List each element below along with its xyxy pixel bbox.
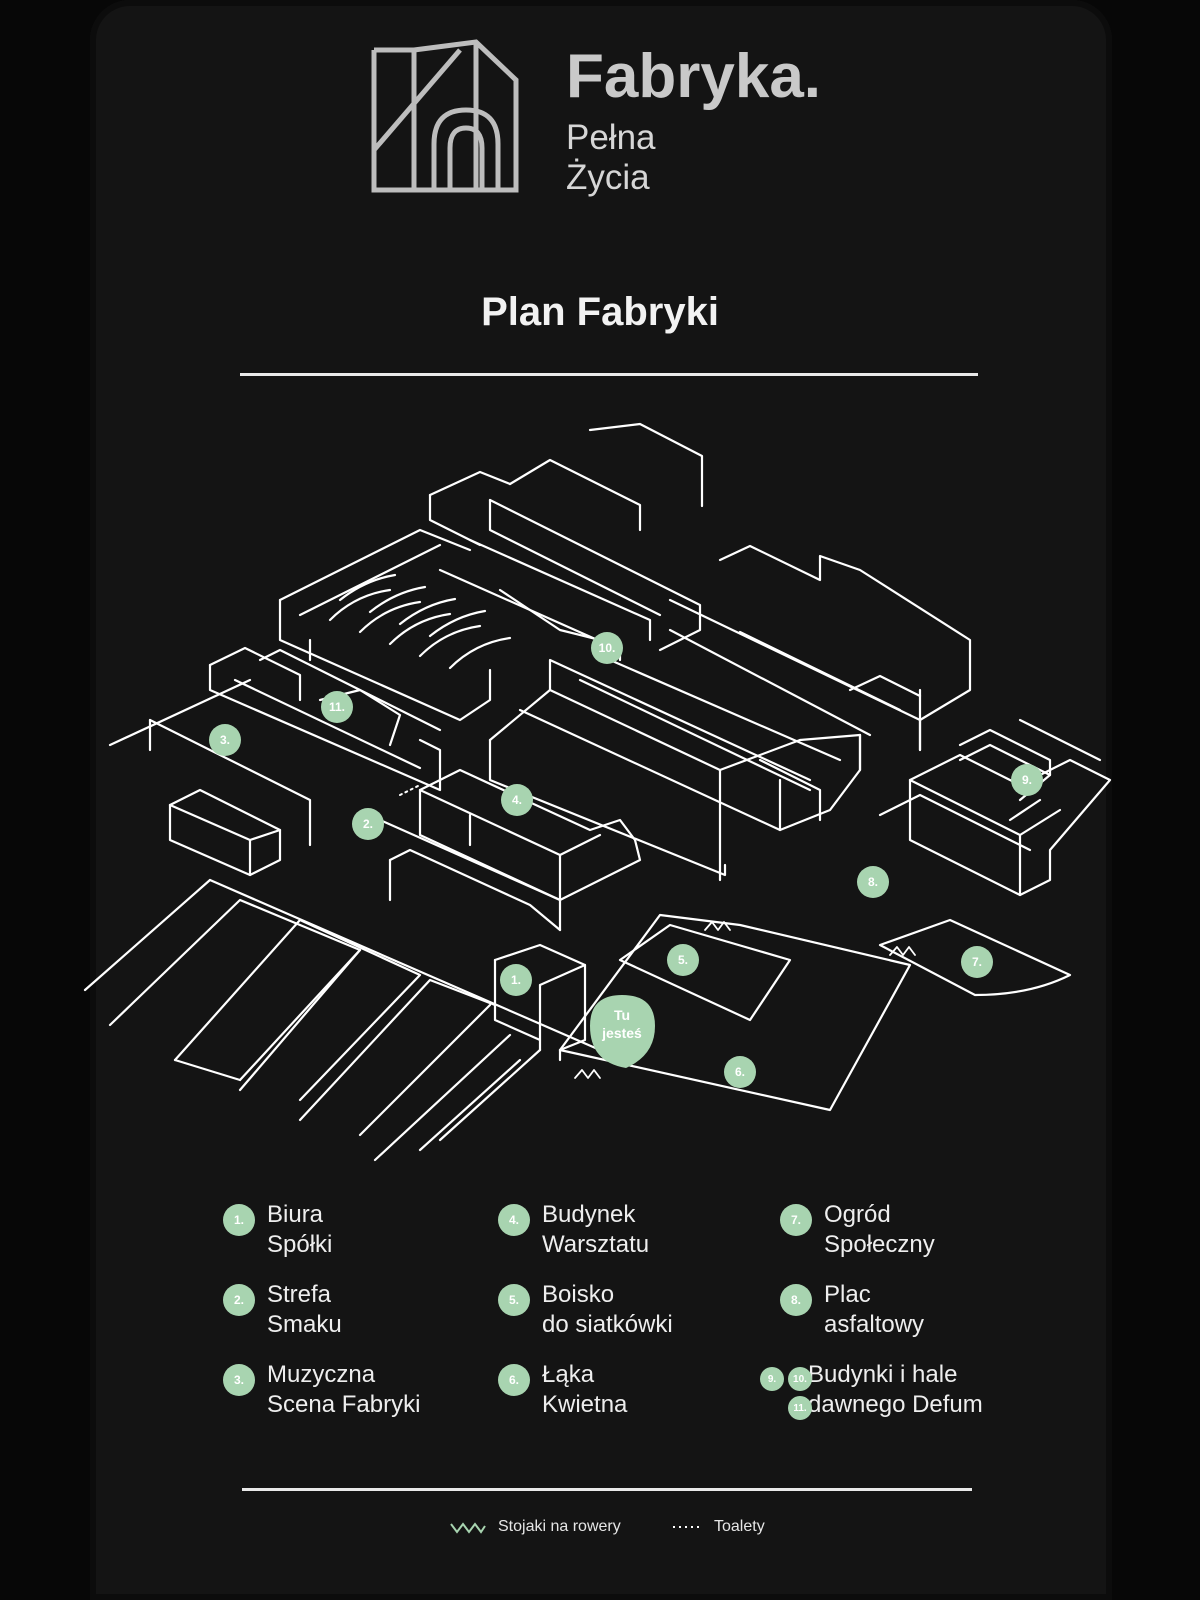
- svg-text:9.: 9.: [1022, 773, 1032, 787]
- legend-number-7: 7.: [780, 1204, 812, 1236]
- legend-label: Budynek: [542, 1201, 636, 1228]
- svg-text:11.: 11.: [329, 700, 345, 714]
- svg-text:6.: 6.: [735, 1065, 745, 1079]
- legend-label: Kwietna: [542, 1391, 628, 1418]
- sawtooth-roof-block: [278, 528, 602, 722]
- legend-number-11: 11.: [788, 1396, 812, 1420]
- toilet-markers: [399, 784, 421, 796]
- zigzag-icon: [450, 1522, 486, 1534]
- tagline-line-2: Życia: [566, 158, 650, 197]
- legend-label: Biura: [267, 1201, 324, 1228]
- top-divider: [240, 373, 978, 376]
- map-marker-6: 6.: [724, 1056, 756, 1088]
- main-halls: [428, 422, 972, 772]
- legend-label: Muzyczna: [267, 1361, 376, 1388]
- svg-text:8.: 8.: [868, 875, 878, 889]
- sign-board: [90, 0, 1112, 1600]
- legend-label: Smaku: [267, 1311, 342, 1338]
- left-buildings: [108, 646, 442, 877]
- toilet-label: Toalety: [714, 1518, 765, 1535]
- map-marker-2: 2.: [352, 808, 384, 840]
- volleyball-court: [618, 923, 792, 1022]
- legend-number-3: 3.: [223, 1364, 255, 1396]
- legend-label: Scena Fabryki: [267, 1391, 421, 1418]
- bike-rack-icons: [574, 921, 916, 1079]
- svg-text:3.: 3.: [220, 733, 230, 747]
- workshop-building: [378, 768, 642, 932]
- legend-number-6: 6.: [498, 1364, 530, 1396]
- svg-text:10.: 10.: [599, 641, 616, 655]
- legend-number-4: 4.: [498, 1204, 530, 1236]
- legend-label: do siatkówki: [542, 1311, 673, 1338]
- map-marker-9: 9.: [1011, 764, 1043, 796]
- brand-tagline: Pełna Życia: [566, 118, 656, 198]
- map-marker-3: 3.: [209, 724, 241, 756]
- lower-pergola: [388, 848, 562, 932]
- map-marker-1: 1.: [500, 964, 532, 996]
- svg-text:2.: 2.: [363, 817, 373, 831]
- meadow-area: [558, 913, 912, 1112]
- map-marker-11: 11.: [321, 691, 353, 723]
- legend-item-5: 5. Boisko do siatkówki: [498, 1280, 673, 1340]
- legend-number-group: 9. 10. 11.: [758, 1360, 818, 1420]
- bike-rack-key: Stojaki na rowery: [450, 1518, 621, 1536]
- legend-label: Społeczny: [824, 1231, 935, 1258]
- bottom-divider: [242, 1488, 972, 1491]
- map-marker-10: 10.: [591, 632, 623, 664]
- legend-item-9-10-11: 9. 10. 11. Budynki i hale dawnego Defum: [758, 1360, 983, 1420]
- legend-label: Boisko: [542, 1281, 615, 1308]
- dotted-line-icon: [673, 1526, 701, 1528]
- legend-label: asfaltowy: [824, 1311, 925, 1338]
- legend-label: Strefa: [267, 1281, 332, 1308]
- house-arch-logo-icon: [371, 39, 519, 193]
- svg-text:7.: 7.: [972, 955, 982, 969]
- tagline-line-1: Pełna: [566, 118, 656, 157]
- legend-item-8: 8. Plac asfaltowy: [780, 1280, 924, 1340]
- legend-label: Spółki: [267, 1231, 333, 1258]
- legend-number-5: 5.: [498, 1284, 530, 1316]
- legend-label: Ogród: [824, 1201, 891, 1228]
- toilet-key: Toalety: [672, 1518, 765, 1536]
- svg-text:jesteś: jesteś: [601, 1025, 642, 1041]
- svg-text:4.: 4.: [512, 793, 522, 807]
- office-building: [493, 943, 587, 1062]
- legend-label: Warsztatu: [542, 1231, 650, 1258]
- page-title: Plan Fabryki: [481, 290, 719, 334]
- svg-text:Tu: Tu: [614, 1007, 630, 1023]
- legend-label: Budynki i hale: [808, 1361, 958, 1388]
- map-marker-8: 8.: [857, 866, 889, 898]
- brand-name: Fabryka.: [566, 42, 822, 111]
- legend-label: dawnego Defum: [808, 1391, 983, 1418]
- legend-number-8: 8.: [780, 1284, 812, 1316]
- central-hall: [488, 658, 862, 882]
- legend-number-1: 1.: [223, 1204, 255, 1236]
- map-marker-5: 5.: [667, 944, 699, 976]
- legend-label: Plac: [824, 1281, 871, 1308]
- parking-area: [83, 878, 602, 1162]
- map-marker-7: 7.: [961, 946, 993, 978]
- legend-number-2: 2.: [223, 1284, 255, 1316]
- site-map: 1. 2. 3. 4. 5. 6. 7. 8. 9. 10. 11. Tu je…: [83, 422, 1112, 1162]
- legend-number-9: 9.: [760, 1367, 784, 1391]
- right-buildings: [878, 718, 1112, 897]
- legend-number-10: 10.: [788, 1367, 812, 1391]
- legend-label: Łąka: [542, 1361, 595, 1388]
- community-garden: [878, 918, 1072, 997]
- bike-rack-label: Stojaki na rowery: [498, 1518, 621, 1535]
- you-are-here-marker: Tu jesteś: [590, 995, 655, 1068]
- footer-legend: Stojaki na rowery Toalety: [0, 1518, 1200, 1548]
- svg-text:5.: 5.: [678, 953, 688, 967]
- svg-text:1.: 1.: [511, 973, 521, 987]
- map-marker-4: 4.: [501, 784, 533, 816]
